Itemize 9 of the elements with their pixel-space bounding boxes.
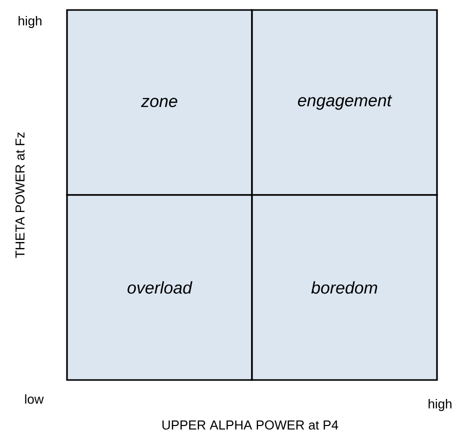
axis-title: UPPER ALPHA POWER at P4 <box>162 420 338 430</box>
axis-label: high <box>428 398 452 412</box>
quadrant-box: zone <box>66 9 253 196</box>
quadrant-box: boredom <box>251 194 438 381</box>
axis-label: low <box>25 394 44 404</box>
quadrant-box: overload <box>66 194 253 381</box>
quadrant-box: engagement <box>251 9 438 196</box>
axis-label: high <box>18 16 42 28</box>
axis-title: THETA POWER at Fz <box>15 132 25 258</box>
